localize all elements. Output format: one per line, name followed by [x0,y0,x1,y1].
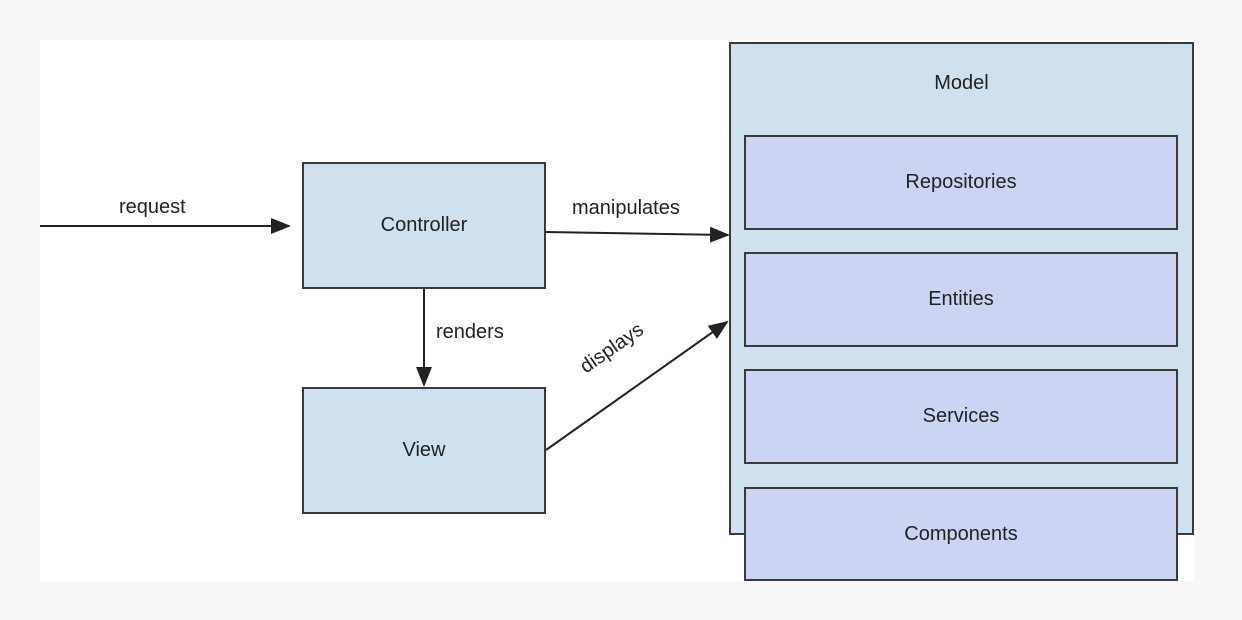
view-label: View [402,439,446,461]
services-box: Services [744,369,1178,464]
displays-arrow [545,320,729,451]
renders-label: renders [436,321,504,343]
components-box: Components [744,487,1178,581]
entities-label: Entities [928,288,994,310]
entities-box: Entities [744,252,1178,347]
manipulates-label: manipulates [572,197,680,219]
repositories-box: Repositories [744,135,1178,230]
components-label: Components [904,522,1018,545]
manipulates-arrow [545,226,730,243]
request-label: request [119,196,186,218]
repositories-label: Repositories [905,171,1017,193]
services-label: Services [922,405,1000,427]
view-box: View [302,387,546,514]
model-title: Model [934,72,989,94]
controller-label: Controller [380,214,468,236]
controller-box: Controller [302,162,546,289]
